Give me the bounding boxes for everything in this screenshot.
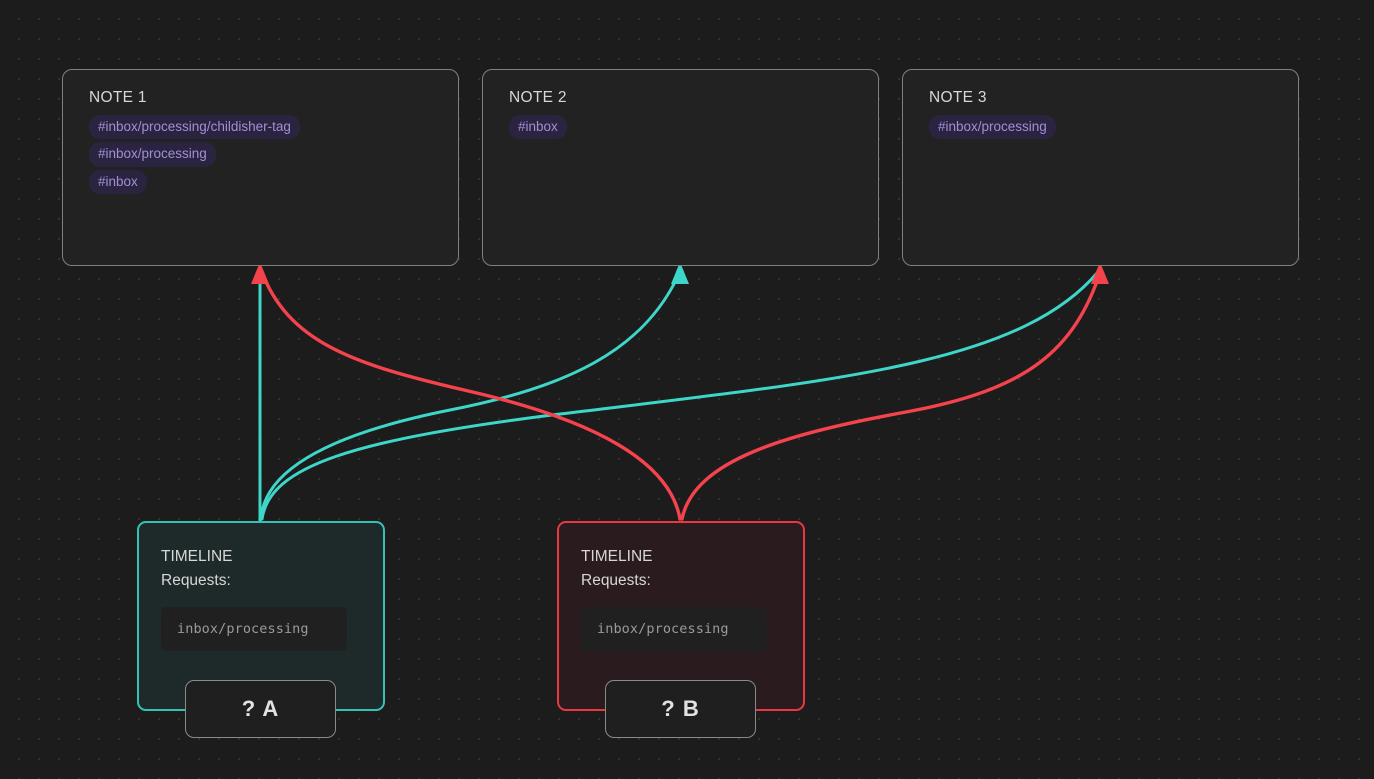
timeline-b-request-input[interactable]: inbox/processing xyxy=(581,607,767,652)
tag-pill[interactable]: #inbox xyxy=(509,114,567,140)
note-2-tag-list: #inbox xyxy=(509,114,858,140)
timeline-a-request-input[interactable]: inbox/processing xyxy=(161,607,347,652)
timeline-a-title: TIMELINE Requests: xyxy=(161,548,233,590)
edge-timeline-a-to-note-2 xyxy=(259,274,680,521)
note-2-title: NOTE 2 xyxy=(509,89,567,106)
timeline-b-request-value: inbox/processing xyxy=(597,621,729,638)
edge-timeline-b-to-note-3 xyxy=(680,268,1103,521)
edge-timeline-a-to-note-3 xyxy=(260,270,1100,521)
note-card-3[interactable]: NOTE 3 #inbox/processing xyxy=(902,69,1299,266)
node-badge-a-label: ? A xyxy=(241,696,280,721)
note-1-title: NOTE 1 xyxy=(89,89,147,106)
note-1-tag-list: #inbox/processing/childisher-tag #inbox/… xyxy=(89,114,438,195)
note-3-title: NOTE 3 xyxy=(929,89,987,106)
note-card-2[interactable]: NOTE 2 #inbox xyxy=(482,69,879,266)
tag-pill[interactable]: #inbox/processing xyxy=(89,142,216,167)
tag-pill[interactable]: #inbox xyxy=(89,169,147,195)
edge-timeline-b-to-note-1 xyxy=(259,268,682,521)
tag-pill[interactable]: #inbox/processing xyxy=(929,114,1056,140)
tag-pill[interactable]: #inbox/processing/childisher-tag xyxy=(89,114,300,140)
timeline-a-request-value: inbox/processing xyxy=(177,621,309,638)
timeline-card-b[interactable]: TIMELINE Requests: inbox/processing xyxy=(557,521,805,711)
note-3-tag-list: #inbox/processing xyxy=(929,114,1278,140)
note-card-1[interactable]: NOTE 1 #inbox/processing/childisher-tag … xyxy=(62,69,459,266)
timeline-b-title: TIMELINE Requests: xyxy=(581,548,653,590)
node-badge-b-label: ? B xyxy=(661,696,700,721)
node-badge-b[interactable]: ? B xyxy=(605,680,756,738)
timeline-card-a[interactable]: TIMELINE Requests: inbox/processing xyxy=(137,521,385,711)
node-badge-a[interactable]: ? A xyxy=(185,680,336,738)
